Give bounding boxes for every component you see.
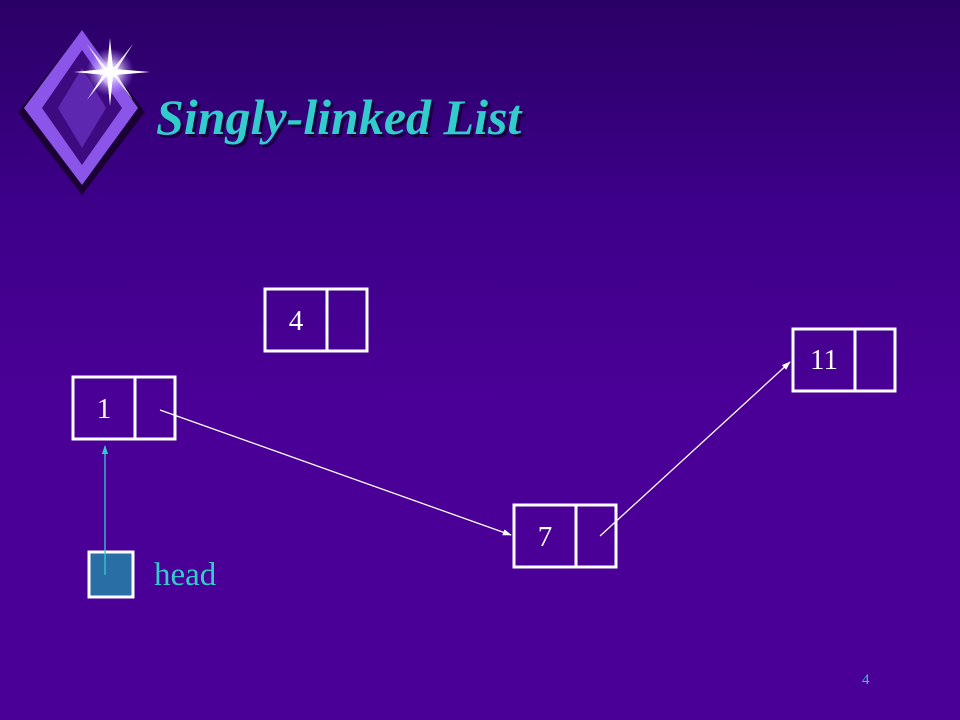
link-arrow-7-to-11: [599, 361, 791, 537]
node-value: 1: [97, 393, 112, 425]
head-pointer-box: [87, 550, 135, 599]
page-number: 4: [862, 672, 870, 688]
node-value: 4: [289, 305, 304, 337]
node-next-cell: [325, 287, 369, 353]
node-next-cell: [853, 327, 897, 393]
sparkle-diamond-icon: [18, 30, 150, 195]
list-node: 1: [71, 375, 177, 441]
slide-title: Singly-linked List: [156, 89, 522, 145]
list-node: 4: [263, 287, 369, 353]
node-value: 7: [538, 521, 553, 553]
link-arrow-1-to-7: [159, 409, 512, 536]
node-value: 11: [810, 344, 838, 376]
list-node: 11: [791, 327, 897, 393]
node-next-cell: [574, 503, 618, 569]
head-label: head: [154, 557, 217, 593]
list-node: 7: [512, 503, 618, 569]
node-next-cell: [133, 375, 177, 441]
